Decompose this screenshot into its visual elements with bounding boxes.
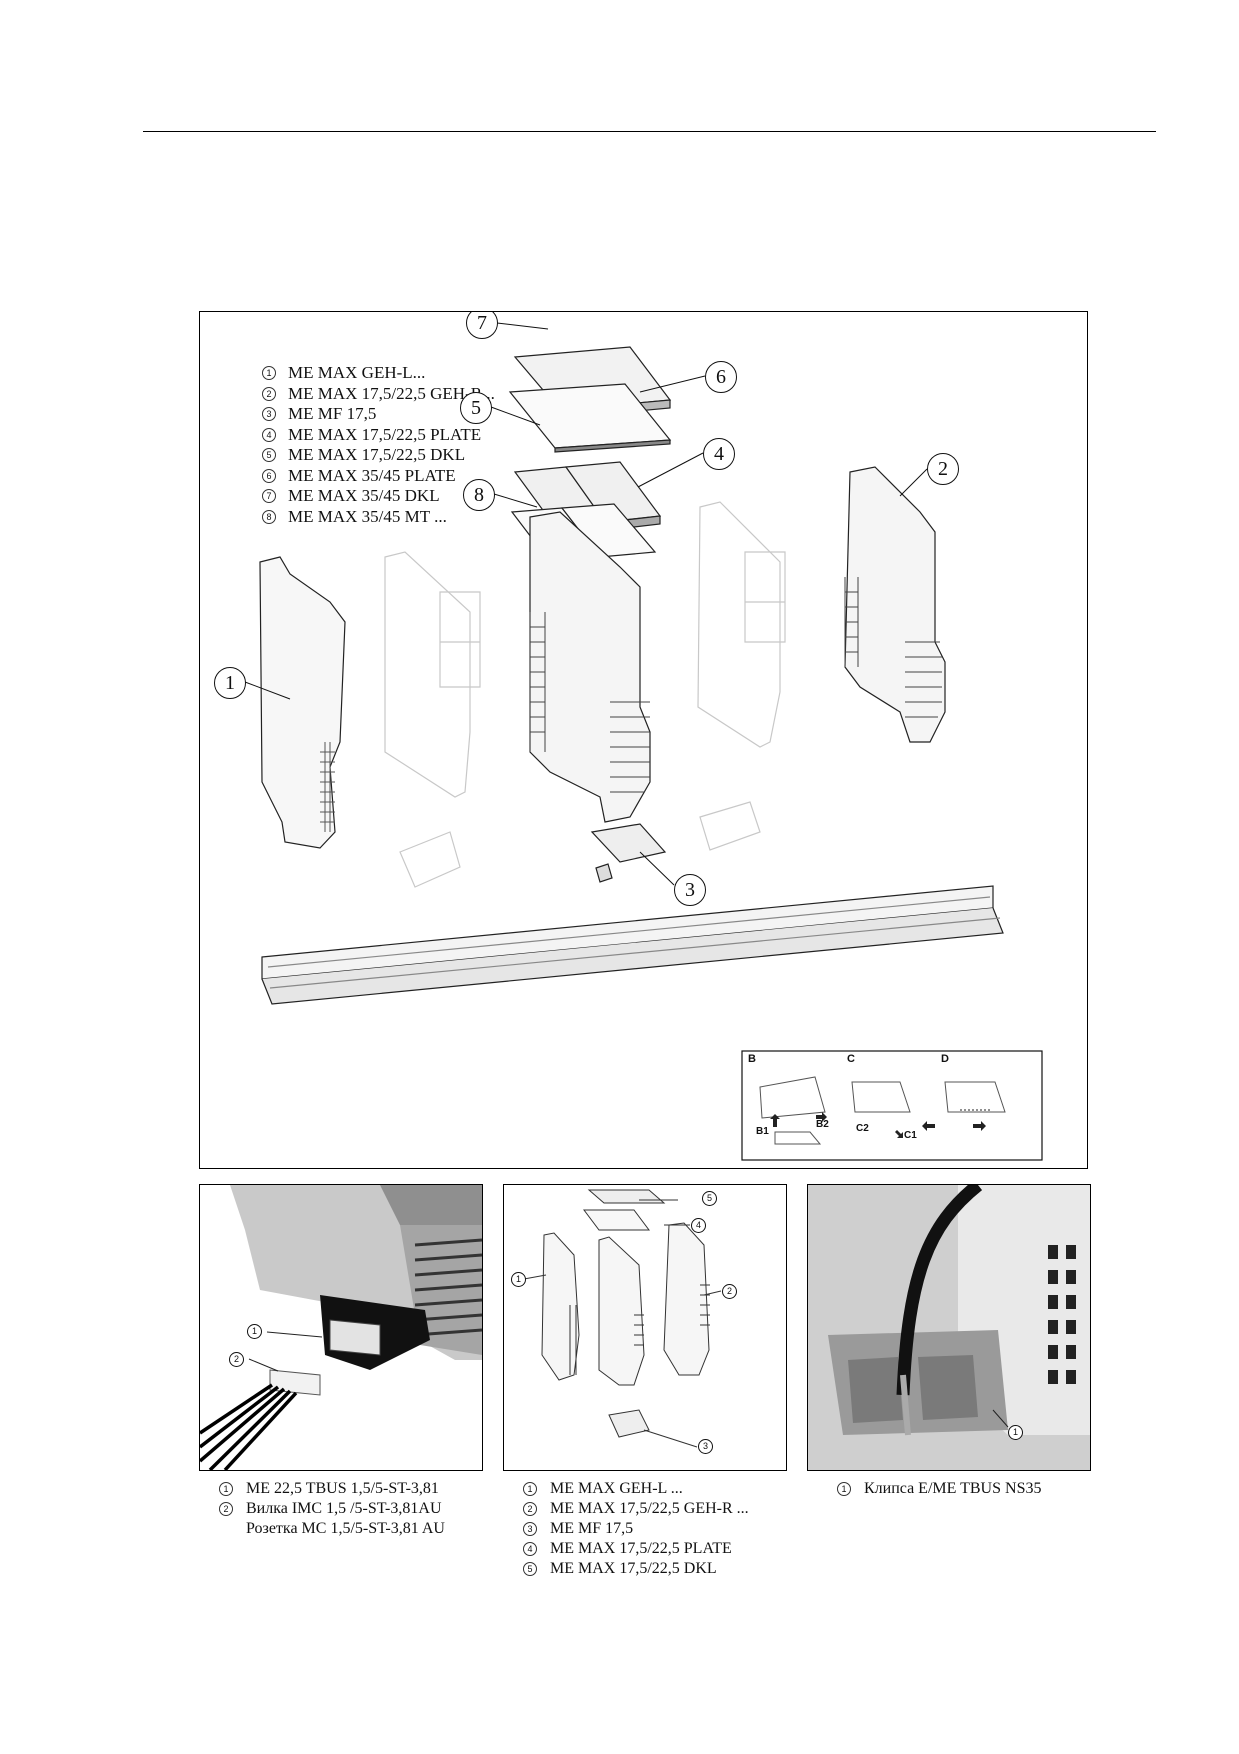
photo-exploded-drawing bbox=[523, 1189, 722, 1448]
callout-4: 4 bbox=[691, 1218, 706, 1233]
callout-2: 2 bbox=[927, 453, 959, 485]
callout-6: 6 bbox=[705, 361, 737, 393]
inset-label-b: B bbox=[748, 1053, 756, 1065]
photo-exploded-small: 5 4 1 2 3 bbox=[503, 1184, 787, 1471]
callout-5: 5 bbox=[460, 392, 492, 424]
callout-8: 8 bbox=[463, 479, 495, 511]
caption-item: Розетка MC 1,5/5-ST-3,81 AU bbox=[246, 1520, 445, 1537]
callout-1: 1 bbox=[247, 1324, 262, 1339]
callout-3: 3 bbox=[698, 1439, 713, 1454]
callout-2: 2 bbox=[229, 1352, 244, 1367]
header-rule bbox=[143, 131, 1156, 132]
callout-3: 3 bbox=[674, 874, 706, 906]
inset-arrow-b1: B1 bbox=[756, 1126, 769, 1137]
exploded-view-drawing bbox=[244, 322, 1043, 1161]
photo-tbus-clip: 1 bbox=[807, 1184, 1091, 1471]
callout-2: 2 bbox=[722, 1284, 737, 1299]
callout-1: 1 bbox=[1008, 1425, 1023, 1440]
inset-arrow-c2: C2 bbox=[856, 1123, 869, 1134]
inset-arrow-b2: B2 bbox=[816, 1119, 829, 1130]
inset-arrow-c1: C1 bbox=[904, 1130, 917, 1141]
callout-4: 4 bbox=[703, 438, 735, 470]
photo-tbus-drawing bbox=[200, 1185, 482, 1470]
photo-tbus-connector: 1 2 bbox=[199, 1184, 483, 1471]
callout-1: 1 bbox=[214, 667, 246, 699]
mounting-inset bbox=[741, 1050, 1043, 1161]
inset-label-c: C bbox=[847, 1053, 855, 1065]
inset-label-d: D bbox=[941, 1053, 949, 1065]
callout-5: 5 bbox=[702, 1191, 717, 1206]
callout-1: 1 bbox=[511, 1272, 526, 1287]
photo-clip-drawing bbox=[808, 1185, 1090, 1470]
callout-7: 7 bbox=[466, 312, 498, 339]
